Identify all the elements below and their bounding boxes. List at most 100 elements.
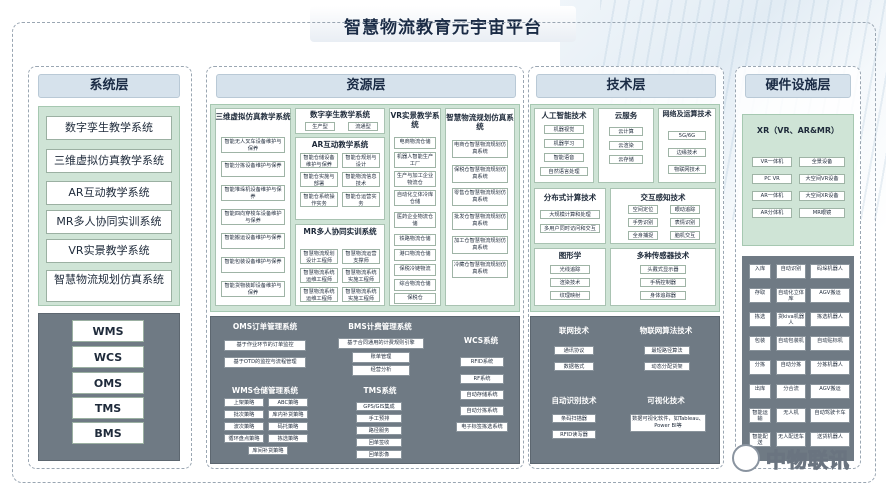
- equipment-item: 无人配送车: [776, 432, 806, 447]
- equipment-item: 分拣: [749, 360, 771, 375]
- xr-item: 大空间VR设备: [799, 174, 845, 184]
- software-item: BMS: [72, 422, 144, 444]
- tms-item: 回单影像: [356, 450, 402, 459]
- autoid-item: RFID读写器: [552, 430, 596, 439]
- equipment-item: 送货机器人: [810, 432, 850, 447]
- wms-title: WMS仓储管理系统: [231, 386, 299, 395]
- oms-item: 基于作业环节的订单监控: [224, 340, 306, 351]
- link-item: 通讯协议: [554, 346, 594, 355]
- iotalg-title: 物联网算法技术: [639, 326, 693, 335]
- vr-item: 保税冷链物流: [394, 264, 436, 276]
- tms-item: 路径服务: [356, 426, 402, 435]
- wcs-item: 自动分拣系统: [460, 406, 504, 416]
- oms-item: 基于OTD的监控与流程管理: [224, 357, 306, 368]
- wms-item: 码托策略: [268, 422, 308, 431]
- cloud-item: 云渲染: [609, 141, 643, 150]
- dist-item: 多用户同时访问和交互: [540, 224, 600, 233]
- system-item: VR实景教学系统: [46, 239, 172, 263]
- xr-item: 全景设备: [799, 157, 845, 167]
- equipment-item: AGV搬运: [810, 288, 850, 303]
- mr-item: 智慧物流系统运维工程师: [300, 268, 338, 283]
- xr-title: XR（VR、AR&MR）: [756, 126, 840, 135]
- vr-item: 医药企业物流仓储: [394, 212, 436, 228]
- plan-item: 零售仓智慧物流规划仿真系统: [452, 188, 508, 206]
- vr-item: 自动化立体冷库仓储: [394, 190, 436, 206]
- mr-item: 智慧物流规划设计工程师: [300, 249, 338, 264]
- vr-title: VR实景教学系统: [390, 111, 440, 129]
- plan-title: 智慧物流规划仿真系统: [446, 113, 514, 131]
- link-title: 联网技术: [559, 326, 589, 335]
- sim3d-title: 三维虚拟仿真教学系统: [215, 112, 291, 121]
- plan-item: 加工仓智慧物流规划仿真系统: [452, 236, 508, 254]
- system-item: 智慧物流规划仿真系统: [46, 270, 172, 302]
- xr-item: PC VR: [752, 174, 792, 184]
- bms-item: 经营分析: [352, 365, 410, 376]
- wms-item: 库间补货策略: [248, 446, 288, 455]
- wms-item: ABC策略: [268, 398, 308, 407]
- inter-box: [610, 188, 716, 244]
- sensor-item: 身体追踪器: [640, 291, 686, 300]
- sensor-item: 手柄控制器: [640, 278, 686, 287]
- cloud-item: 云计算: [609, 127, 643, 136]
- resource-layer-header: 资源层: [216, 74, 516, 98]
- vr-item: 机器人智能生产工厂: [394, 152, 436, 168]
- software-item: OMS: [72, 372, 144, 394]
- title-banner: [310, 6, 576, 42]
- sim3d-item: 智能分拣设备维护与保养: [221, 161, 285, 177]
- iotalg-item: 动态分配货架: [644, 362, 690, 371]
- xr-item: AR分体机: [752, 208, 792, 218]
- equipment-item: 入库: [749, 264, 771, 279]
- ar-item: 智能仓规划与设计: [342, 153, 380, 168]
- graph-item: 纹理映射: [550, 291, 590, 300]
- equipment-item: 包装: [749, 336, 771, 351]
- mr-item: 智慧物流系统运维工程师: [300, 287, 338, 302]
- vr-item: 铁路物流仓储: [394, 234, 436, 246]
- bms-item: 账单管理: [352, 352, 410, 363]
- wcs-item: RFID系统: [460, 357, 504, 367]
- sim3d-item: 智能搬运设备维护与保养: [221, 233, 285, 249]
- xr-item: AR一体机: [752, 191, 792, 201]
- vis-title: 可视化技术: [647, 396, 685, 405]
- equipment-item: 分拣机器人: [810, 360, 850, 375]
- wms-item: 拣选策略: [268, 434, 308, 443]
- mr-item: 智慧物流运营支撑师: [342, 249, 380, 264]
- equipment-item: 自动驾驶卡车: [810, 408, 850, 423]
- twin-item: 生产型: [305, 122, 335, 131]
- sim3d-item: 智能包装设备维护与保养: [221, 257, 285, 273]
- plan-item: 电商仓智慧物流规划仿真系统: [452, 140, 508, 158]
- watermark-logo-icon: [732, 444, 760, 472]
- ar-item: 智能仓运营实务: [342, 192, 380, 207]
- cloud-item: 云存储: [609, 155, 643, 164]
- wms-item: 上架策略: [224, 398, 264, 407]
- bms-item: 基于合同通用的计费规则引擎: [338, 338, 424, 349]
- inter-item: 眼动追踪: [670, 205, 700, 214]
- autoid-item: 条码扫描器: [552, 414, 596, 423]
- platform-frame: [12, 22, 876, 483]
- dist-title: 分布式计算技术: [543, 193, 597, 202]
- autoid-title: 自动识别技术: [551, 396, 597, 405]
- vr-item: 生产与加工企业物流仓: [394, 171, 436, 187]
- vis-item: 数据可视化软件，如Tableau、Power BI等: [630, 414, 706, 432]
- wcs-item: 自动存储系统: [460, 390, 504, 400]
- sim3d-item: 智能堆垛机设备维护与保养: [221, 185, 285, 201]
- sim3d-item: 智能四向穿梭车设备维护与保养: [221, 209, 285, 225]
- tech-layer-header: 技术层: [536, 74, 716, 98]
- graph-item: 渲染技术: [550, 278, 590, 287]
- graph-title: 图形学: [558, 251, 582, 260]
- equipment-item: 自动贴标机: [810, 336, 850, 351]
- wms-item: 库内补货策略: [268, 410, 308, 419]
- wms-item: 循环盘点策略: [224, 434, 264, 443]
- dist-item: 大规模计算和处理: [540, 210, 600, 219]
- tms-item: GPS/GIS集成: [356, 402, 402, 411]
- ai-item: 自然语言处理: [540, 167, 588, 176]
- inter-title: 交互感知技术: [640, 193, 686, 202]
- bms-title: BMS计费管理系统: [348, 322, 412, 331]
- equipment-item: 智能配送: [749, 432, 771, 447]
- vr-item: 电商物流仓储: [394, 137, 436, 149]
- wcs-item: RF系统: [460, 374, 504, 384]
- vr-item: 综合物流仓储: [394, 279, 436, 291]
- ai-title: 人工智能技术: [541, 111, 587, 120]
- xr-item: 大空间XR设备: [799, 191, 845, 201]
- vr-item: 港口物流仓储: [394, 249, 436, 261]
- plan-item: 批发仓智慧物流规划仿真系统: [452, 212, 508, 230]
